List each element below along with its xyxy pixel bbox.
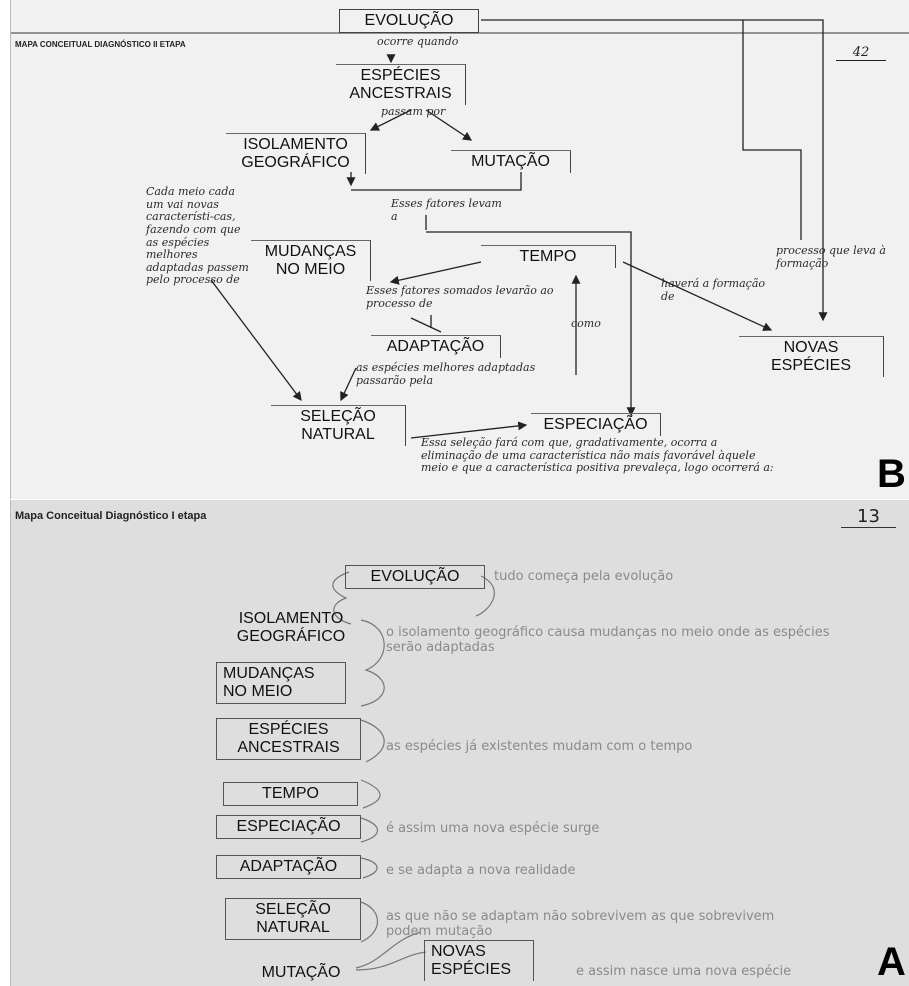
link-essa-selecao: Essa seleção fará com que, gradativament… [421, 436, 774, 475]
page-number: 42 [836, 45, 886, 61]
node-evolucao: EVOLUÇÃO [339, 9, 479, 33]
link-esses-fatores-somados: Esses fatores somados levarão ao process… [366, 284, 554, 310]
link-cada-meio: Cada meio cada um vai novas característi… [146, 185, 249, 287]
node-tempo: TEMPO [223, 782, 358, 806]
node-novas-especies: NOVAS ESPÉCIES [739, 336, 884, 377]
node-mudancas-no-meio: MUDANÇAS NO MEIO [216, 662, 346, 704]
link-especies-melhores: as espécies melhores adaptadas passarão … [356, 361, 536, 387]
node-isolamento-geografico: ISOLAMENTO GEOGRÁFICO [226, 133, 366, 174]
link-passam-por: passam por [381, 105, 446, 118]
concept-map-stage-1: Mapa Conceitual Diagnóstico I etapa 13 A… [10, 500, 909, 986]
node-especiacao: ESPECIAÇÃO [216, 815, 361, 839]
node-especiacao: ESPECIAÇÃO [531, 413, 661, 436]
link-como: como [571, 317, 601, 330]
page-number: 13 [841, 506, 896, 528]
link-ocorre-quando: ocorre quando [377, 35, 459, 48]
node-novas-especies: NOVAS ESPÉCIES [424, 940, 534, 981]
panel-letter: B [877, 452, 906, 496]
note-isolamento: o isolamento geográfico causa mudanças n… [386, 625, 830, 655]
link-processo-leva: processo que leva à formação [776, 244, 886, 270]
node-selecao-natural: SELEÇÃO NATURAL [225, 898, 361, 940]
note-assim-surge: é assim uma nova espécie surge [386, 821, 600, 836]
connector-lines-a [332, 571, 495, 971]
node-isolamento-geografico: ISOLAMENTO GEOGRÁFICO [236, 610, 346, 645]
node-especies-ancestrais: ESPÉCIES ANCESTRAIS [216, 718, 361, 760]
node-especies-ancestrais: ESPÉCIES ANCESTRAIS [336, 64, 466, 105]
node-selecao-natural: SELEÇÃO NATURAL [271, 405, 406, 446]
node-tempo: TEMPO [481, 245, 616, 268]
link-havera-formacao: haverá a formação de [661, 277, 766, 303]
note-tudo-comeca: tudo começa pela evolução [494, 569, 674, 584]
node-mudancas-no-meio: MUDANÇAS NO MEIO [251, 240, 371, 281]
link-esses-fatores: Esses fatores levam a [391, 197, 502, 223]
node-adaptacao: ADAPTAÇÃO [371, 335, 501, 358]
note-especies-modificam: as espécies já existentes mudam com o te… [386, 739, 693, 754]
node-mutacao: MUTAÇÃO [451, 150, 571, 173]
node-mutacao: MUTAÇÃO [261, 964, 341, 981]
page-title: MAPA CONCEITUAL DIAGNÓSTICO II ETAPA [15, 40, 186, 49]
note-assim-nasce: e assim nasce uma nova espécie [576, 964, 792, 979]
note-se-adapta: e se adapta a nova realidade [386, 863, 576, 878]
panel-letter: A [877, 940, 906, 984]
note-nao-adaptam: as que não se adaptam não sobrevivem as … [386, 909, 775, 939]
concept-map-stage-2: MAPA CONCEITUAL DIAGNÓSTICO II ETAPA 42 … [10, 0, 909, 499]
connector-lines-b [11, 19, 909, 439]
node-evolucao: EVOLUÇÃO [345, 565, 485, 589]
node-adaptacao: ADAPTAÇÃO [216, 855, 361, 879]
page-title: Mapa Conceitual Diagnóstico I etapa [15, 510, 207, 522]
